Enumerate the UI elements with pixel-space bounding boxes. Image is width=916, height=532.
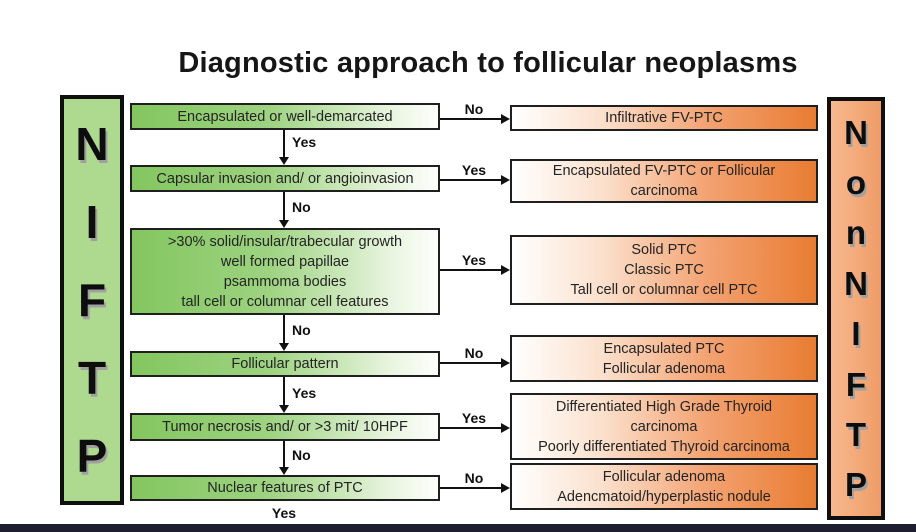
down-arrow-2 [279,192,289,228]
criterion-box-2: Capsular invasion and/ or angioinvasion [130,165,440,192]
non-niftp-letter: n [845,214,867,252]
branch-label-6: No [464,470,484,486]
branch-label-5: Yes [461,410,487,426]
branch-arrow-5 [440,423,510,433]
criterion-box-6: Nuclear features of PTC [130,475,440,501]
final-answer-label: Yes [271,505,297,521]
criterion-box-1: Encapsulated or well-demarcated [130,103,440,130]
page-title: Diagnostic approach to follicular neopla… [178,47,798,79]
down-arrow-1 [279,130,289,165]
non-niftp-letter: N [844,113,868,151]
branch-label-1: No [464,101,484,117]
niftp-letter: F [77,274,107,326]
bottom-band [0,524,916,532]
down-arrow-4 [279,377,289,413]
niftp-letter: N [75,118,109,170]
down-arrow-3 [279,315,289,351]
down-arrow-5 [279,441,289,475]
non-niftp-letter: T [845,415,867,453]
criterion-box-5: Tumor necrosis and/ or >3 mit/ 10HPF [130,413,440,441]
non-niftp-bar: N o n N I F T P [827,97,885,520]
criterion-box-4: Follicular pattern [130,351,440,377]
non-niftp-letter: N [844,264,868,302]
outcome-box-3: Solid PTC Classic PTC Tall cell or colum… [510,235,818,305]
outcome-box-2: Encapsulated FV-PTC or Follicular carcin… [510,159,818,203]
outcome-box-6: Follicular adenoma Adencmatoid/hyperplas… [510,463,818,510]
outcome-box-5: Differentiated High Grade Thyroid carcin… [510,393,818,460]
niftp-bar: N I F T P [60,95,124,505]
branch-label-4: No [464,345,484,361]
branch-label-3: Yes [461,252,487,268]
niftp-letter: I [85,196,99,248]
outcome-box-1: Infiltrative FV-PTC [510,105,818,131]
non-niftp-letter: F [845,365,867,403]
down-arrow-label-5: No [292,447,311,463]
down-arrow-label-2: No [292,199,311,215]
branch-arrow-4 [440,358,510,368]
criterion-box-3: >30% solid/insular/trabecular growth wel… [130,228,440,315]
non-niftp-letter: o [845,164,867,202]
branch-arrow-1 [440,114,510,124]
branch-arrow-6 [440,483,510,493]
down-arrow-label-1: Yes [292,134,317,150]
outcome-box-4: Encapsulated PTC Follicular adenoma [510,335,818,382]
branch-arrow-2 [440,175,510,185]
branch-arrow-3 [440,265,510,275]
branch-label-2: Yes [461,162,487,178]
down-arrow-label-4: Yes [292,385,317,401]
non-niftp-letter: P [844,466,867,504]
down-arrow-label-3: No [292,322,311,338]
niftp-letter: P [76,430,108,482]
niftp-letter: T [77,352,107,404]
non-niftp-letter: I [851,315,861,353]
